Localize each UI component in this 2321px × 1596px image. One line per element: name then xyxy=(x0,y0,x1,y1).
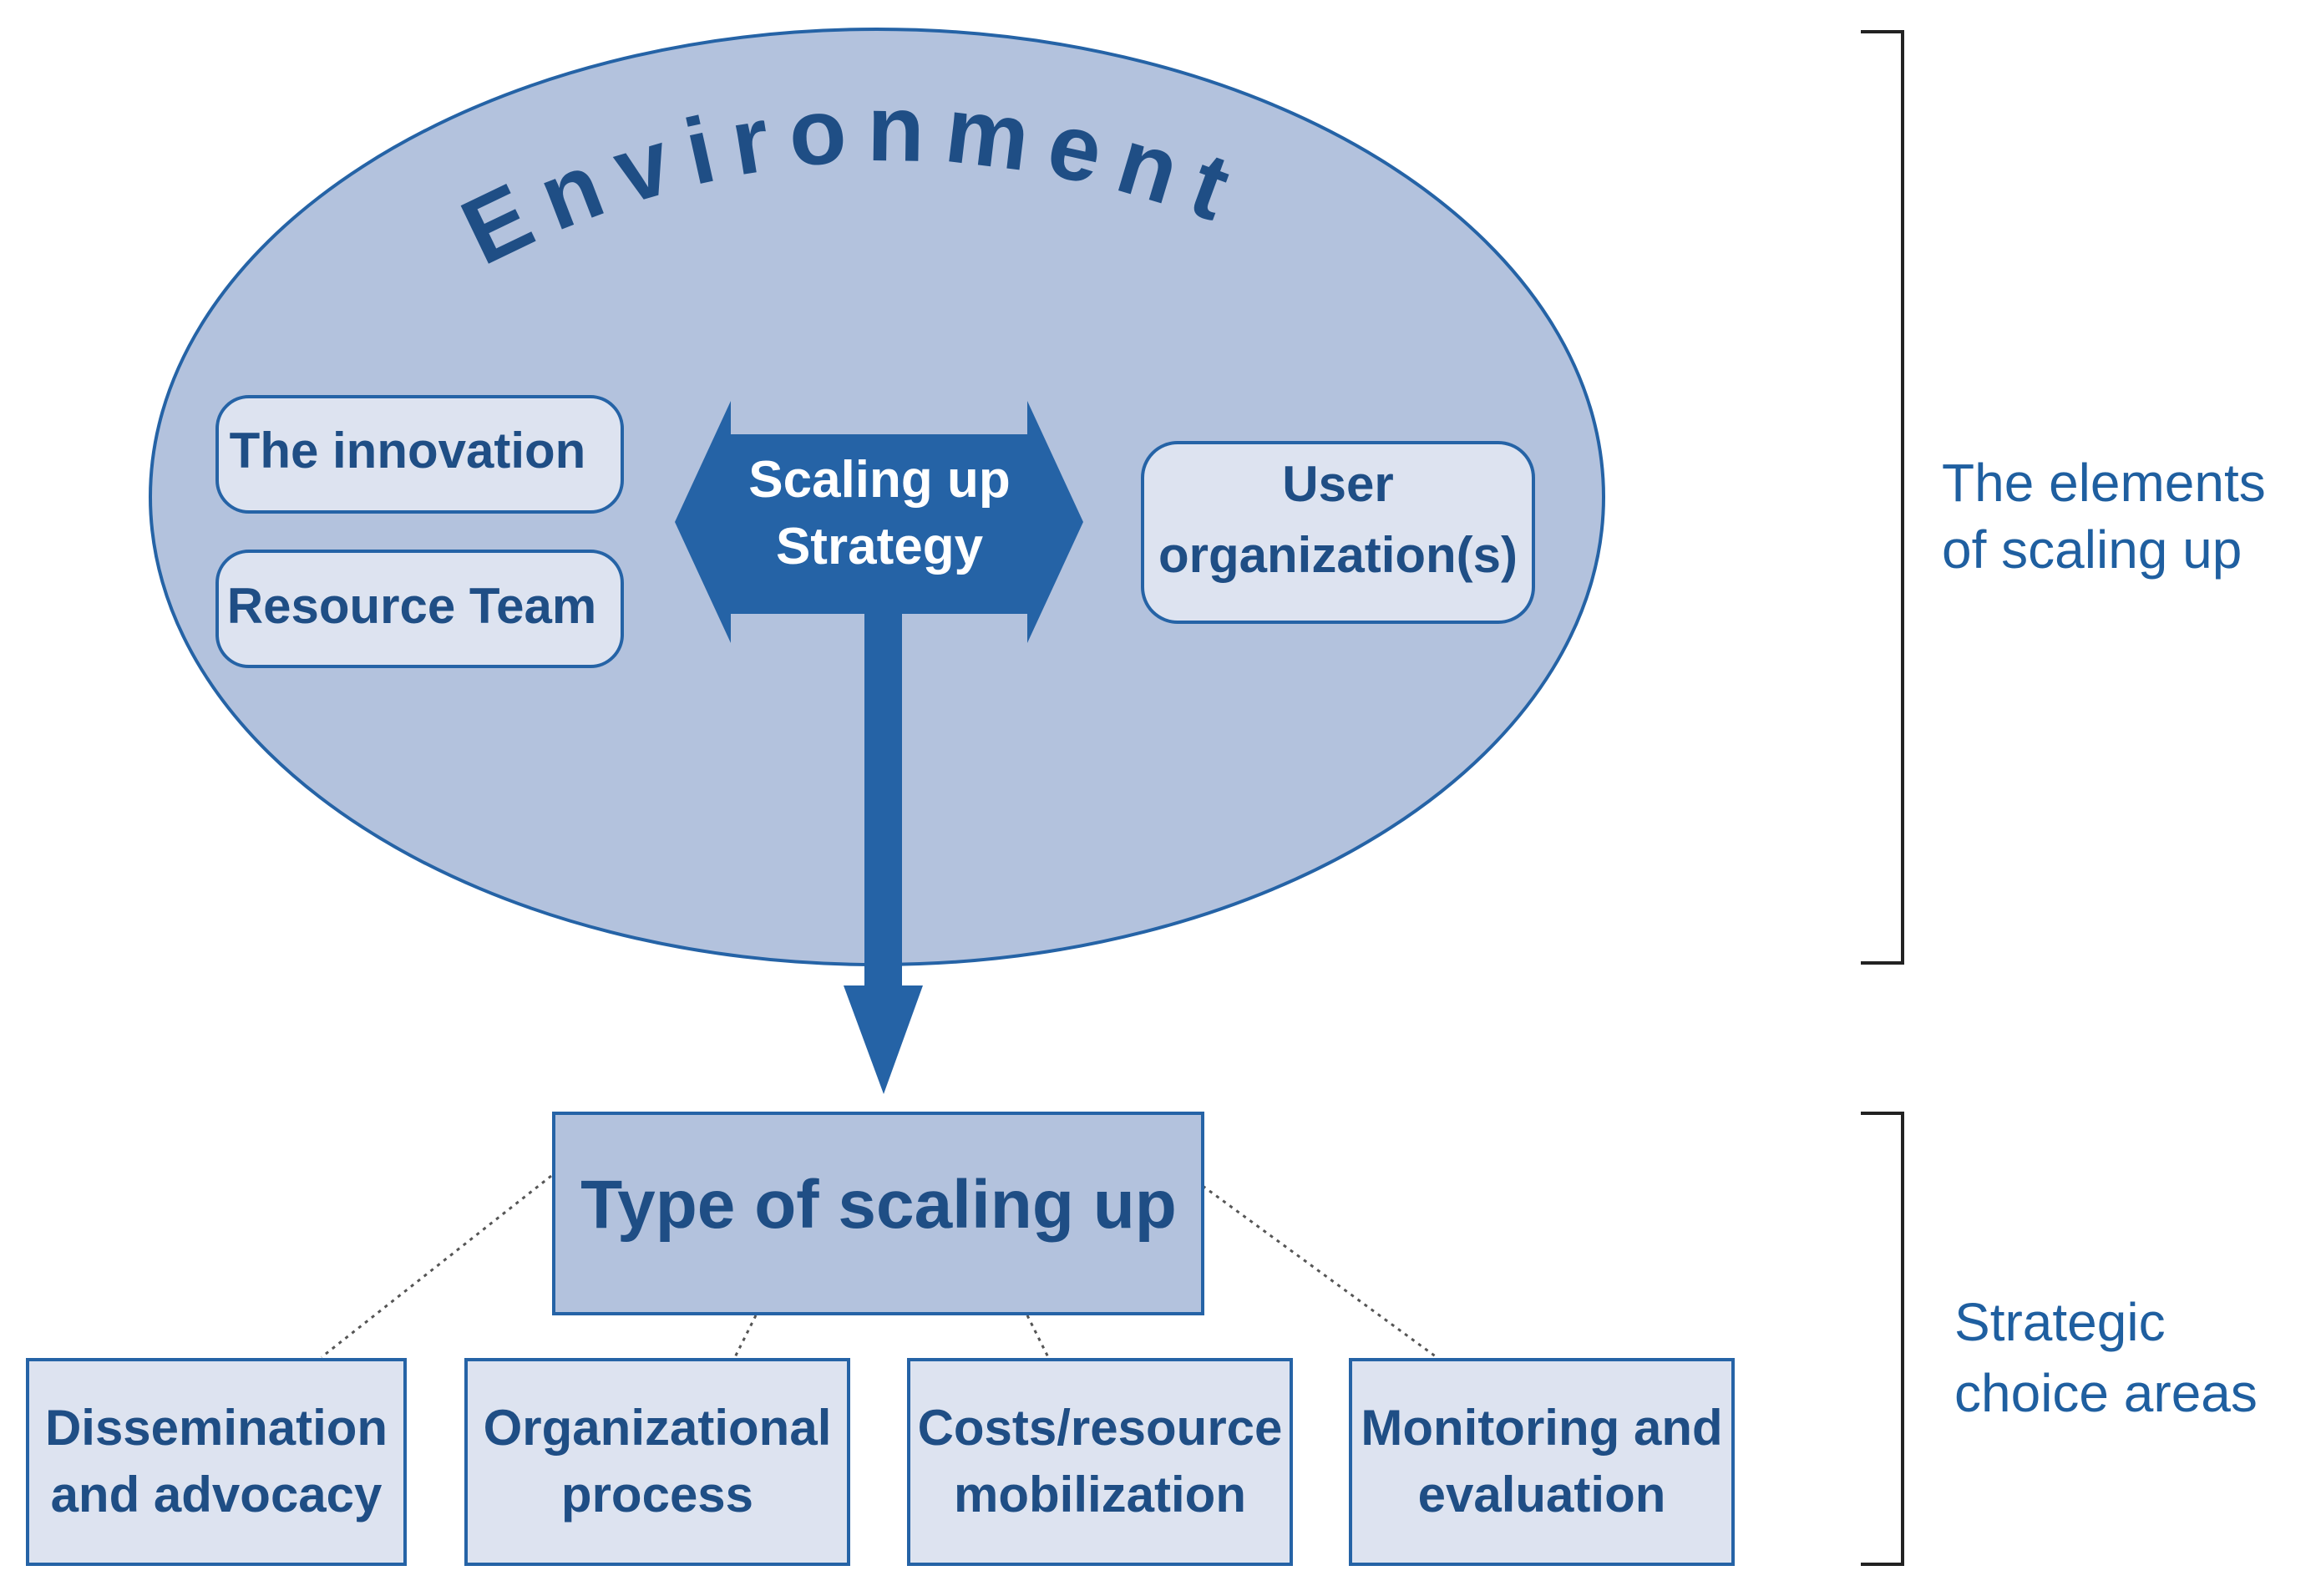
elements-side-label-2: of scaling up xyxy=(1942,519,2242,580)
strategy-label-2: Strategy xyxy=(776,518,984,575)
choice-area-label-2: mobilization xyxy=(954,1467,1246,1523)
elements-bracket xyxy=(1861,30,1904,965)
innovation-label: The innovation xyxy=(230,423,586,479)
scaling-up-strategy-arrow: Scaling up Strategy xyxy=(675,401,1083,643)
user-organization-label-1: User xyxy=(1282,456,1393,512)
choice-area-label-1: Costs/resource xyxy=(918,1400,1283,1456)
dotted-connectors xyxy=(321,1174,1437,1359)
choice-area-label-2: evaluation xyxy=(1418,1467,1666,1523)
down-arrow xyxy=(844,614,923,1094)
resource-team-label: Resource Team xyxy=(227,578,596,634)
choice-area-label-1: Organizational xyxy=(484,1400,832,1456)
choice-area-dissemination: Dissemination and advocacy xyxy=(26,1358,407,1566)
resource-team-box: Resource Team xyxy=(215,550,624,668)
elements-side-label-1: The elements xyxy=(1942,453,2266,513)
choice-area-label-2: process xyxy=(561,1467,753,1523)
choice-area-label-1: Dissemination xyxy=(45,1400,388,1456)
choice-area-organizational: Organizational process xyxy=(464,1358,850,1566)
strategic-side-label-2: choice areas xyxy=(1954,1363,2258,1423)
choice-area-label-1: Monitoring and xyxy=(1361,1400,1722,1456)
type-of-scaling-up-box: Type of scaling up xyxy=(552,1112,1204,1315)
strategic-side-label-1: Strategic xyxy=(1954,1292,2166,1352)
type-of-scaling-up-label: Type of scaling up xyxy=(580,1167,1177,1243)
choice-area-label-2: and advocacy xyxy=(51,1467,383,1523)
strategy-label-1: Scaling up xyxy=(748,451,1010,509)
user-organization-box: User organization(s) xyxy=(1141,441,1535,624)
innovation-box: The innovation xyxy=(215,395,624,514)
strategic-bracket xyxy=(1861,1112,1904,1566)
choice-area-monitoring: Monitoring and evaluation xyxy=(1349,1358,1735,1566)
choice-area-costs: Costs/resource mobilization xyxy=(907,1358,1293,1566)
user-organization-label-2: organization(s) xyxy=(1158,527,1518,583)
